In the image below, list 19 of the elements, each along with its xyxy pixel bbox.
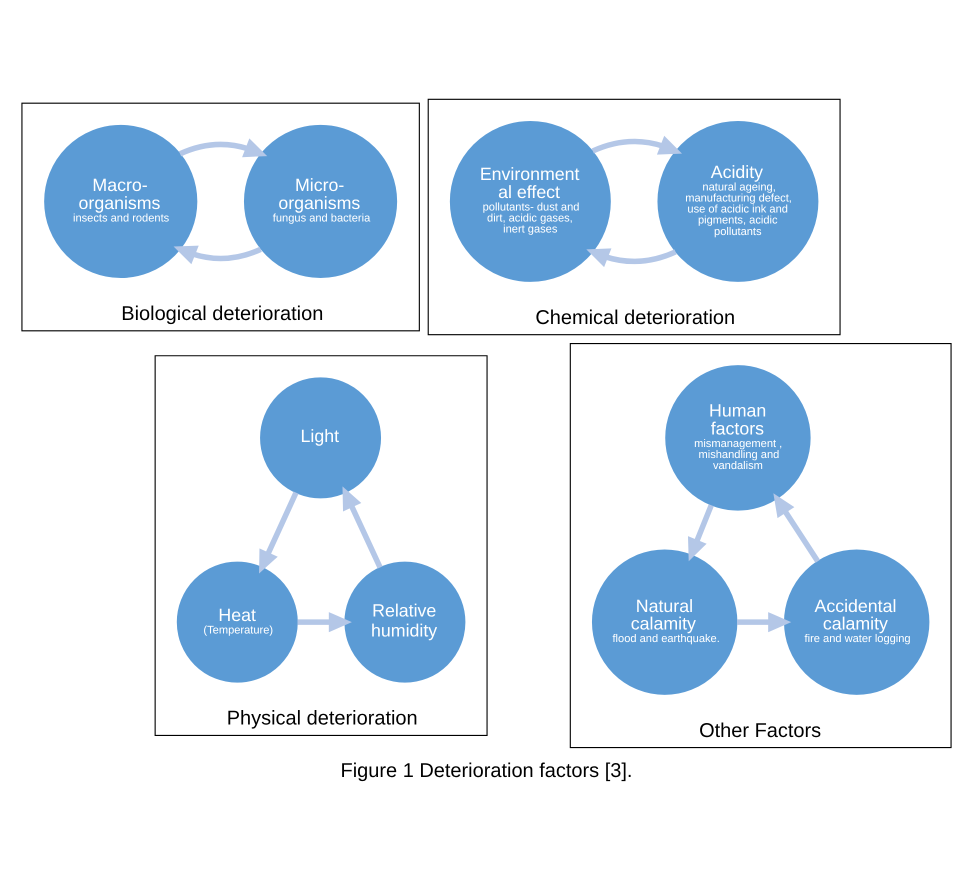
arrow [592, 136, 682, 155]
node-circle: Accidental calamity fire and water logging [784, 549, 930, 695]
arrow [737, 612, 792, 632]
node-circle: Light [260, 377, 382, 498]
arrow [174, 246, 262, 264]
caption: Figure 1 Deterioration factors [3]. [340, 760, 632, 782]
arrow [586, 248, 677, 268]
arrow [259, 491, 299, 574]
arrow [773, 493, 820, 563]
arrow [342, 486, 383, 569]
node-circle: Macro- organisms insects and rodents [44, 124, 198, 278]
node-circle: Micro- organisms fungus and bacteria [244, 124, 398, 278]
arrow [178, 138, 268, 158]
arrow [688, 504, 714, 562]
node-circle: Relative humidity [344, 562, 466, 683]
node-circle: Natural calamity flood and earthquake. [592, 549, 738, 695]
arrow [298, 612, 352, 632]
node-circle: Human factors mismanagement , mishandling and vandalism [665, 365, 811, 511]
node-circle: Heat (Temperature) [176, 562, 298, 683]
